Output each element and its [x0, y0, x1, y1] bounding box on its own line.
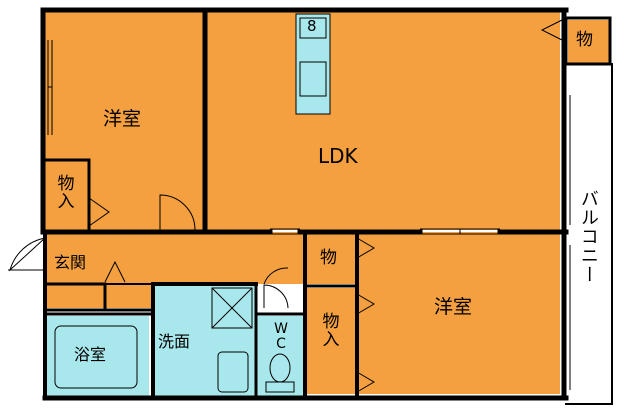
storage-center-fill [307, 232, 355, 284]
toilet-label-text: W C [274, 321, 288, 352]
storage-center-label: 物 [320, 248, 337, 268]
entrance-label: 玄関 [54, 253, 87, 272]
storage-left-label-line2: 入 [57, 191, 75, 212]
toilet-label: W C [272, 322, 290, 351]
bath-label: 浴室 [74, 345, 107, 364]
fridge-mark: 8 [307, 17, 317, 35]
bath-fill [47, 316, 149, 396]
balcony-label: バルコニー [577, 188, 599, 284]
washroom-fill [153, 284, 256, 396]
kitchen-counter [295, 13, 331, 115]
storage-top-right-fill [568, 20, 610, 64]
washroom-label: 洗面 [158, 332, 191, 351]
stove-box [299, 61, 327, 97]
balcony-fill [568, 64, 610, 402]
toilet-fill [256, 316, 305, 396]
storage-center-tall-label-line1: 物 [322, 312, 340, 332]
storage-left-fill [47, 160, 87, 230]
entrance-fill [47, 232, 105, 308]
storage-left-label-line1: 物 [57, 174, 75, 194]
storage-top-right-label: 物 [576, 30, 593, 50]
storage-left-label: 物 入 [52, 174, 80, 212]
entrance-step-fill [105, 284, 153, 308]
storage-center-tall-label: 物 入 [316, 312, 346, 350]
kitchen-counter-fill [296, 14, 330, 114]
storage-center-tall-label-line2: 入 [322, 329, 340, 350]
ldk-label: LDK [318, 144, 358, 168]
western-room-top-label: 洋室 [103, 108, 142, 130]
western-room-bottom-fill [355, 232, 560, 394]
storage-center-tall-fill [307, 288, 355, 394]
ldk-fill [207, 12, 560, 230]
western-room-bottom-label: 洋室 [434, 296, 473, 318]
fridge-box [299, 17, 327, 39]
